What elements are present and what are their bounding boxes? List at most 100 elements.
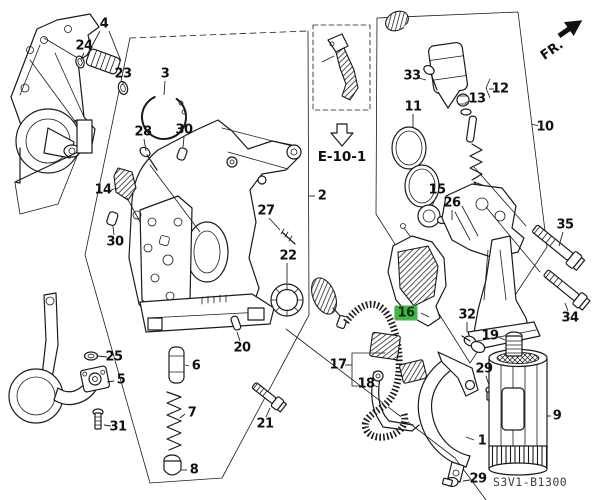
front-direction: FR. [538, 20, 583, 64]
callout-31[interactable]: 31 [109, 419, 127, 435]
callout-11[interactable]: 11 [404, 99, 422, 115]
bracket-17-side [351, 352, 361, 387]
leader-line [106, 380, 115, 383]
part-code: S3V1-B1300 [493, 475, 567, 489]
oil-filter [488, 348, 548, 476]
callout-30[interactable]: 30 [175, 122, 193, 138]
chain-case [128, 119, 302, 333]
bolt-31 [92, 408, 104, 430]
reference-part-sketch [321, 33, 359, 101]
leader-line [184, 364, 190, 367]
bolt-32 [461, 335, 486, 354]
leader-line [112, 225, 115, 236]
reference-box [312, 24, 371, 147]
callout-29[interactable]: 29 [475, 361, 493, 377]
callout-13[interactable]: 13 [468, 91, 486, 107]
leader-line [265, 407, 271, 418]
callout-2[interactable]: 2 [317, 188, 327, 204]
leader-line [97, 355, 108, 358]
callout-6[interactable]: 6 [191, 358, 201, 374]
callout-22[interactable]: 22 [279, 248, 297, 264]
callout-23[interactable]: 23 [114, 66, 132, 82]
callout-26[interactable]: 26 [443, 195, 461, 211]
callout-18[interactable]: 18 [357, 376, 375, 392]
leader-line [182, 136, 185, 148]
leader-line [418, 77, 427, 81]
center-group-box [84, 30, 310, 484]
bracket-12 [485, 78, 491, 99]
sensor-14 [113, 167, 141, 223]
engine-block [10, 13, 100, 215]
sensor-16 [387, 223, 447, 327]
callout-5[interactable]: 5 [116, 372, 126, 388]
leader-line [268, 217, 281, 231]
leader-line [236, 331, 241, 342]
callout-24[interactable]: 24 [75, 38, 93, 54]
callout-21[interactable]: 21 [256, 416, 274, 432]
callout-16[interactable]: 16 [394, 305, 418, 321]
callout-34[interactable]: 34 [561, 310, 579, 326]
leader-line [103, 424, 112, 427]
leader-lines [80, 30, 569, 482]
callout-4[interactable]: 4 [99, 16, 109, 32]
leader-line [464, 100, 471, 104]
front-label: FR. [538, 37, 566, 63]
leader-line [465, 436, 475, 441]
callout-27[interactable]: 27 [257, 203, 275, 219]
spool-valve-stem [466, 115, 491, 197]
bolt-35 [532, 224, 586, 271]
callout-30-2[interactable]: 30 [106, 234, 124, 250]
callout-10[interactable]: 10 [536, 119, 554, 135]
callout-25[interactable]: 25 [105, 349, 123, 365]
dowel-pin-30b [106, 211, 119, 227]
callout-7[interactable]: 7 [187, 405, 197, 421]
callout-8[interactable]: 8 [189, 462, 199, 478]
callout-20[interactable]: 20 [233, 340, 251, 356]
pin-20 [230, 315, 242, 331]
bolt-33 [423, 64, 438, 91]
harness-connector-end [399, 359, 428, 384]
relief-valve [163, 346, 185, 476]
callout-32[interactable]: 32 [458, 307, 476, 323]
leader-line [485, 375, 490, 386]
bolt-29b [441, 476, 459, 488]
callout-35[interactable]: 35 [556, 217, 574, 233]
bolt-21 [251, 382, 288, 413]
callout-33[interactable]: 33 [403, 68, 421, 84]
circlip [141, 94, 187, 140]
baffle-plate [417, 351, 479, 483]
solenoid-group [385, 10, 591, 351]
stud-27 [280, 228, 296, 245]
leader-line [179, 413, 186, 419]
callout-14[interactable]: 14 [94, 182, 112, 198]
shaft-assembly [75, 48, 129, 95]
bolt-34 [543, 269, 591, 311]
reference-label: E-10-1 [318, 149, 367, 165]
oil-strainer [8, 292, 111, 430]
callout-12[interactable]: 12 [491, 81, 509, 97]
washer-25 [83, 351, 99, 361]
leader-line [86, 30, 101, 56]
callout-19[interactable]: 19 [481, 328, 499, 344]
callout-1[interactable]: 1 [477, 433, 487, 449]
stay-18 [371, 370, 420, 432]
leader-line [80, 52, 85, 60]
leader-line [420, 312, 430, 318]
callout-28[interactable]: 28 [134, 124, 152, 140]
callout-9[interactable]: 9 [552, 408, 562, 424]
oil-seal-22 [270, 283, 304, 317]
harness-connector-mid [369, 331, 401, 361]
leader-line [497, 336, 506, 341]
plug-19 [505, 331, 523, 357]
callout-3[interactable]: 3 [160, 66, 170, 82]
leader-line [372, 384, 379, 388]
leader-line [163, 80, 166, 96]
group-divider-line [285, 328, 487, 500]
callout-15[interactable]: 15 [428, 182, 446, 198]
callout-17[interactable]: 17 [329, 357, 347, 373]
callout-29-2[interactable]: 29 [469, 471, 487, 487]
dowel-pin-30a [176, 147, 188, 161]
